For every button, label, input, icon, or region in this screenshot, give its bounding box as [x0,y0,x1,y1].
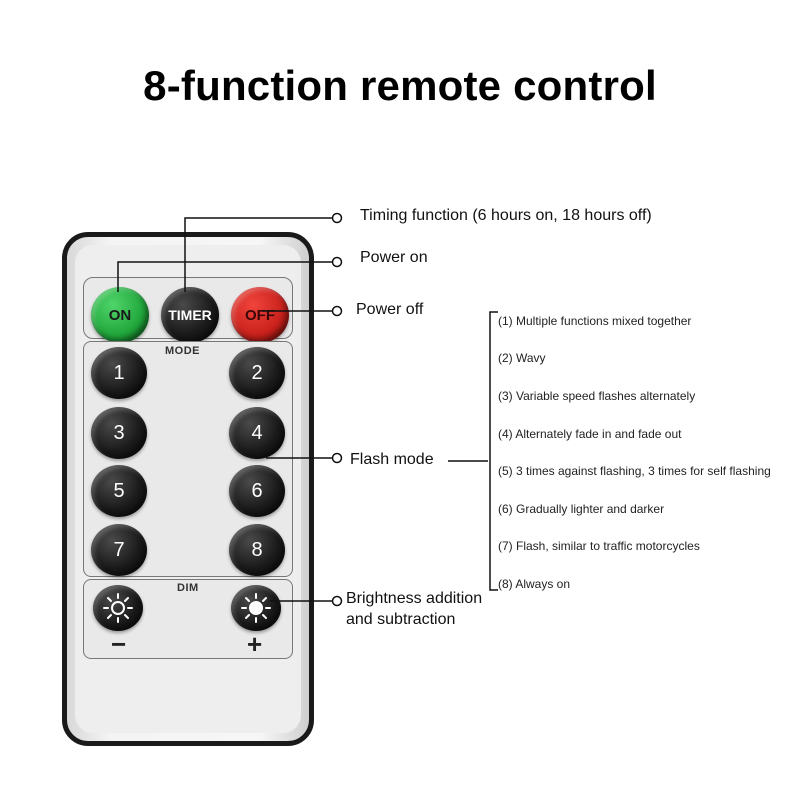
mode-button-2[interactable]: 2 [229,347,285,399]
power-on-callout: Power on [360,249,428,266]
mode-button-7[interactable]: 7 [91,524,147,576]
flash-mode-item-8: (8) Always on [498,577,571,591]
timing-callout: Timing function (6 hours on, 18 hours of… [360,207,652,224]
power-on-leader [117,261,332,292]
off-button[interactable]: OFF [231,287,289,343]
flash-mode-item-7: (7) Flash, similar to traffic motorcycle… [498,539,700,553]
brightness-up-button[interactable] [231,585,281,631]
sun-dim-icon [103,593,133,623]
timer-button[interactable]: TIMER [161,287,219,343]
mode-button-8[interactable]: 8 [229,524,285,576]
dim-label: DIM [177,582,199,594]
mode-button-6[interactable]: 6 [229,465,285,517]
power-on-dot [331,256,343,268]
brightness-down-button[interactable] [93,585,143,631]
brightness-dot [331,595,343,607]
flash-mode-callout: Flash mode [350,451,434,468]
flash-mode-item-2: (2) Wavy [498,351,546,365]
timing-dot [331,212,343,224]
flash-mode-item-1: (1) Multiple functions mixed together [498,314,692,328]
power-off-callout: Power off [356,301,424,318]
brightness-callout-line1: Brightness addition [346,590,483,607]
plus-sign: + [247,629,263,659]
sun-bright-icon [241,593,271,623]
flash-mode-item-6: (6) Gradually lighter and darker [498,502,665,516]
brightness-callout-line2: and subtraction [346,611,456,628]
flash-mode-item-5: (5) 3 times against flashing, 3 times fo… [498,464,771,478]
on-button[interactable]: ON [91,287,149,343]
mode-button-4[interactable]: 4 [229,407,285,459]
flash-mode-bracket [489,311,498,591]
flash-mode-item-4: (4) Alternately fade in and fade out [498,427,682,441]
timing-leader [184,217,332,292]
minus-sign: − [111,629,127,659]
page-title: 8-function remote control [143,62,657,109]
mode-button-5[interactable]: 5 [91,465,147,517]
mode-button-3[interactable]: 3 [91,407,147,459]
power-off-dot [331,305,343,317]
flash-mode-item-3: (3) Variable speed flashes alternately [498,389,696,403]
remote-control: ON TIMER OFF MODE 1 2 3 4 5 6 7 8 DIM [62,232,314,746]
flash-mode-dot [331,452,343,464]
mode-label: MODE [165,345,200,357]
mode-button-1[interactable]: 1 [91,347,147,399]
